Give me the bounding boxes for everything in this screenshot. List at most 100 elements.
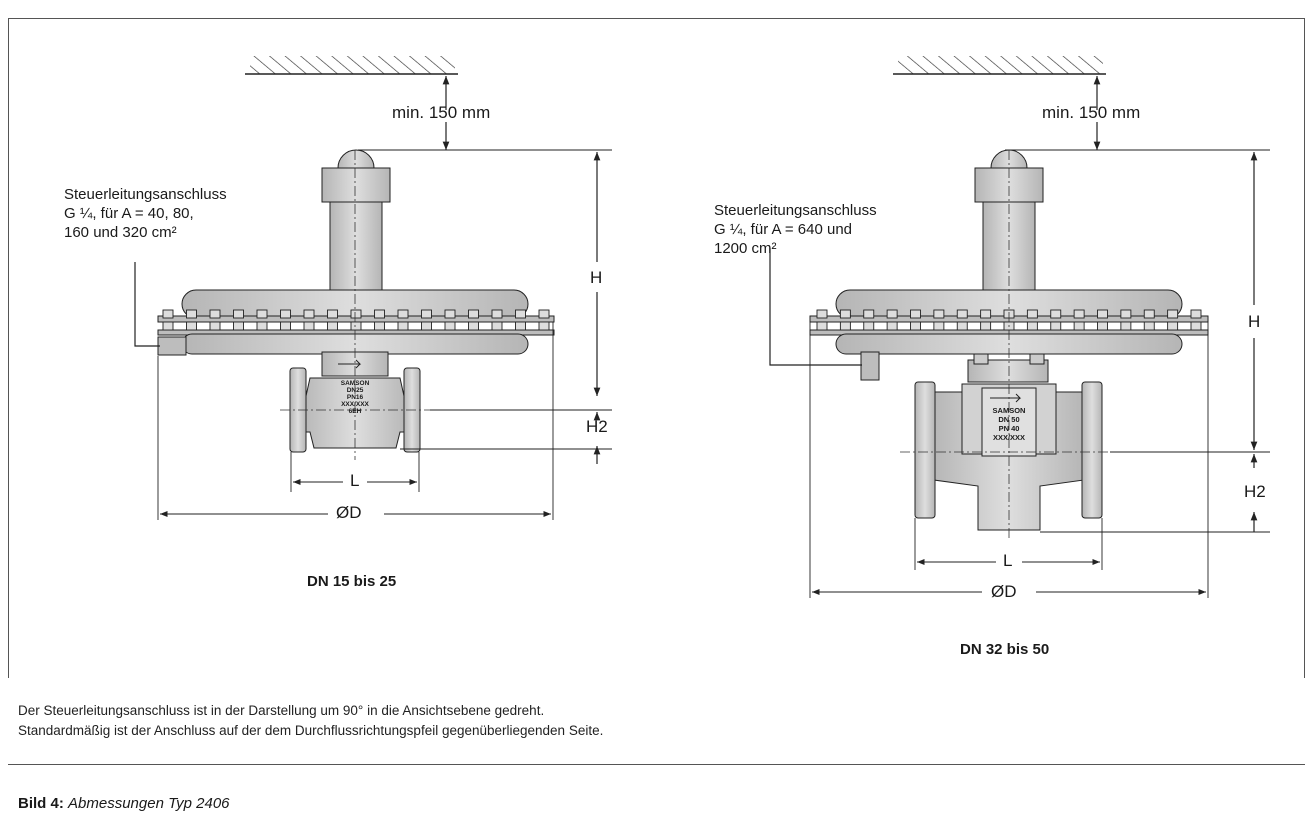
flange-bolt	[816, 321, 828, 331]
flange-bolt	[933, 309, 945, 319]
right-dim-d: ØD	[991, 582, 1017, 601]
flange-bolt	[816, 309, 828, 319]
right-h-dim	[1040, 152, 1270, 533]
left-ceiling	[245, 56, 458, 75]
right-caption: DN 32 bis 50	[960, 641, 1050, 658]
flange-bolt	[1050, 321, 1062, 331]
flange-bolt	[350, 321, 362, 331]
right-view	[769, 56, 1270, 598]
flange-bolt	[863, 321, 875, 331]
right-dim-h2: H2	[1244, 482, 1266, 501]
right-plate-line: XXX/XXX	[992, 433, 1026, 442]
left-dim-d: ØD	[336, 503, 362, 522]
flange-bolt	[515, 321, 526, 331]
right-dim-h: H	[1248, 312, 1261, 331]
flange-bolt	[468, 321, 479, 331]
flange-bolt	[515, 309, 526, 319]
right-port-label-line1: Steuerleitungsanschluss	[714, 202, 877, 219]
left-port-label-line2: G ¼, für A = 40, 80,	[64, 205, 194, 222]
flange-bolt	[162, 309, 174, 319]
flange-bolt	[839, 309, 851, 319]
right-port-leader	[769, 248, 862, 366]
flange-bolt	[1143, 309, 1155, 319]
left-h-dim	[400, 152, 612, 464]
flange-bolt	[256, 321, 268, 331]
left-plate-line: XXX/XXX	[341, 401, 369, 408]
flange-bolt	[886, 309, 898, 319]
figure-frame	[8, 18, 1305, 678]
flange-bolt	[980, 309, 992, 319]
left-dim-h2: H2	[586, 417, 608, 436]
left-clearance-label: min. 150 mm	[392, 103, 491, 122]
flange-bolt	[1050, 309, 1062, 319]
left-caption: DN 15 bis 25	[307, 573, 397, 590]
flange-bolt	[327, 309, 338, 319]
right-port-label-line2: G ¼, für A = 640 und	[714, 221, 853, 238]
flange-bolt	[1097, 321, 1108, 331]
flange-bolt	[910, 321, 921, 331]
flange-bolt	[1073, 309, 1085, 319]
flange-bolt	[886, 321, 898, 331]
left-plate-line: SAMSON	[340, 380, 370, 387]
flange-bolt	[280, 321, 291, 331]
left-port-label-line1: Steuerleitungsanschluss	[64, 186, 227, 203]
flange-bolt	[491, 309, 503, 319]
flange-bolt	[839, 321, 851, 331]
flange-bolt	[1120, 309, 1132, 319]
flange-bolt	[374, 321, 385, 331]
flange-bolt	[233, 321, 244, 331]
left-clearance-dim	[358, 76, 612, 151]
flange-bolt	[863, 309, 875, 319]
flange-bolt	[980, 321, 992, 331]
flange-bolt	[256, 309, 268, 319]
flange-bolt	[933, 321, 945, 331]
flange-bolt	[162, 321, 174, 331]
left-view	[134, 56, 612, 520]
flange-bolt	[468, 309, 479, 319]
right-actuator	[809, 149, 1209, 540]
flange-bolt	[956, 321, 968, 331]
flange-bolt	[910, 309, 921, 319]
flange-bolt	[233, 309, 244, 319]
flange-bolt	[1026, 309, 1038, 319]
right-clearance-label: min. 150 mm	[1042, 103, 1141, 122]
flange-bolt	[1097, 309, 1108, 319]
flange-bolt	[209, 321, 221, 331]
right-port-label-line3: 1200 cm²	[714, 240, 777, 257]
left-l-dim	[290, 452, 420, 492]
right-plate-line: DN 50	[998, 415, 1020, 424]
left-plate-line: 6EH	[348, 408, 362, 415]
flange-bolt	[491, 321, 503, 331]
flange-bolt	[280, 309, 291, 319]
right-plate-line: SAMSON	[992, 406, 1026, 415]
right-d-dim	[809, 322, 1209, 598]
flange-bolt	[421, 309, 432, 319]
flange-bolt	[186, 309, 197, 319]
flange-bolt	[1120, 321, 1132, 331]
flange-bolt	[421, 321, 432, 331]
flange-bolt	[1073, 321, 1085, 331]
flange-bolt	[186, 321, 197, 331]
flange-bolt	[397, 321, 409, 331]
flange-bolt	[303, 321, 315, 331]
flange-bolt	[327, 321, 338, 331]
left-plate-line: PN16	[346, 394, 364, 401]
left-port-leader	[134, 262, 160, 347]
note-line-2: Standardmäßig ist der Anschluss auf der …	[18, 723, 604, 738]
figure-number: Bild 4:	[18, 795, 64, 812]
flange-bolt	[1190, 309, 1202, 319]
flange-bolt	[1026, 321, 1038, 331]
right-ceiling	[893, 56, 1106, 75]
flange-bolt	[303, 309, 315, 319]
left-dim-l: L	[350, 471, 360, 490]
flange-bolt	[1190, 321, 1202, 331]
figure-title: Abmessungen Typ 2406	[68, 795, 230, 812]
right-plate-line: PN 40	[998, 424, 1020, 433]
flange-bolt	[956, 309, 968, 319]
flange-bolt	[1167, 321, 1179, 331]
right-clearance-dim	[1005, 76, 1270, 151]
flange-bolt	[1143, 321, 1155, 331]
left-actuator	[157, 149, 555, 460]
flange-bolt	[374, 309, 385, 319]
left-plate-line: DN25	[346, 387, 364, 394]
